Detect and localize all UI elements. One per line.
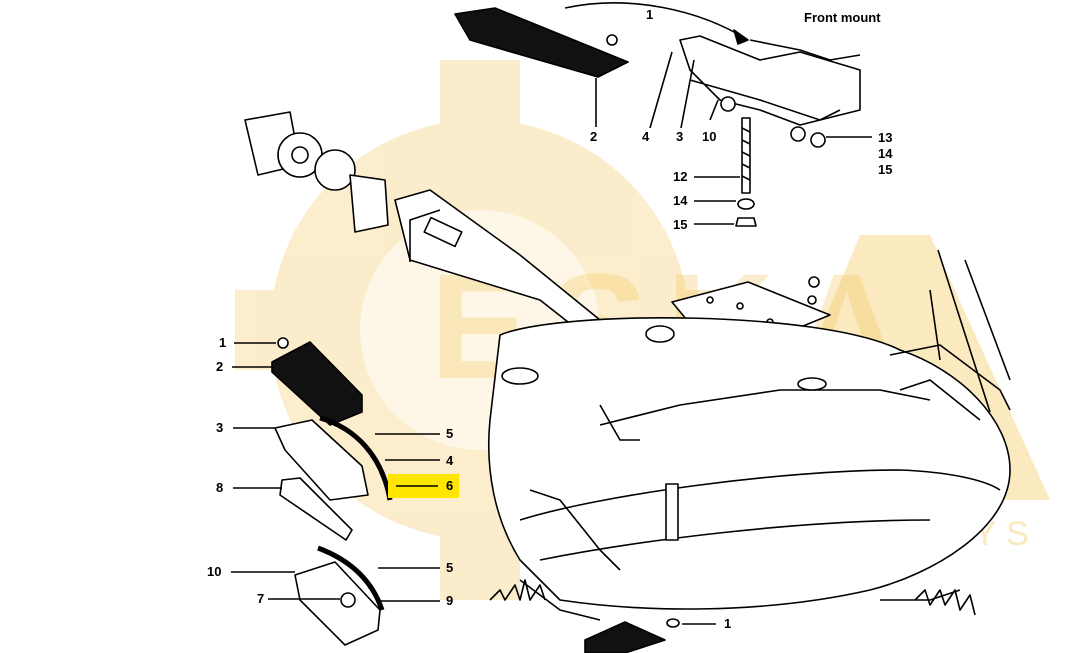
skid-shoe-lower: [294, 561, 381, 646]
callout-15: 15: [673, 217, 688, 232]
callout-left-5a: 5: [446, 426, 454, 441]
callout-top-15: 15: [878, 162, 893, 177]
callout-12: 12: [673, 169, 688, 184]
callout-top-2: 2: [590, 129, 598, 144]
callout-left-10: 10: [207, 564, 222, 579]
callout-top-3: 3: [676, 129, 684, 144]
front-mount-bracket: [679, 35, 861, 126]
callout-top-1: 1: [646, 7, 654, 22]
callout-top-14: 14: [878, 146, 893, 161]
curved-strip-9: [317, 545, 385, 611]
callout-left-8: 8: [216, 480, 224, 495]
callout-top-4: 4: [642, 129, 650, 144]
callout-left-5b: 5: [446, 560, 454, 575]
wear-plate-top: [454, 7, 629, 78]
curved-strip-4: [319, 415, 393, 501]
callout-bottom-1: 1: [724, 616, 732, 631]
wear-plate-left: [271, 341, 363, 426]
callout-left-3: 3: [216, 420, 224, 435]
callout-left-1: 1: [219, 335, 227, 350]
spacer-8: [279, 477, 353, 541]
callout-top-13: 13: [878, 130, 893, 145]
callout-left-7: 7: [257, 591, 265, 606]
callout-left-6: 6: [446, 478, 454, 493]
callout-14: 14: [673, 193, 688, 208]
skid-shoe: [274, 419, 369, 501]
front-mount-title: Front mount: [804, 10, 881, 25]
callout-left-9: 9: [446, 593, 454, 608]
callout-top-10: 10: [702, 129, 717, 144]
callout-left-2: 2: [216, 359, 224, 374]
wear-plate-bottom: [584, 621, 666, 653]
callout-left-4: 4: [446, 453, 454, 468]
